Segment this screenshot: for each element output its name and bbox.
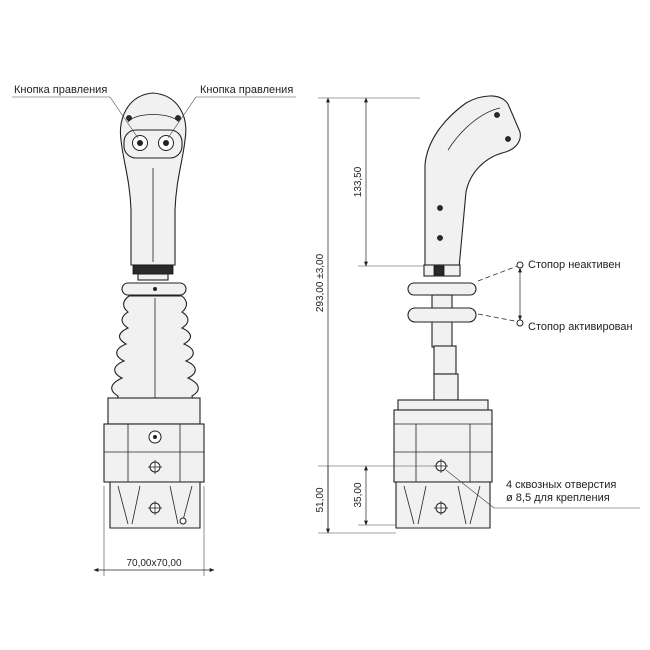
side-handle — [424, 95, 521, 269]
button-callouts — [12, 96, 296, 139]
holes-label-line2: ø 8,5 для крепления — [506, 492, 610, 504]
side-base-top — [397, 399, 489, 411]
hole-height-dimension — [358, 465, 396, 526]
holes-callout — [445, 469, 640, 509]
handle-height-dimension — [358, 97, 424, 267]
side-view — [393, 95, 521, 529]
stopper-callouts — [477, 261, 524, 327]
base-width-value: 70,00x70,00 — [126, 558, 181, 569]
base-width-dimension — [93, 486, 215, 576]
total-height-value: 293,00 ±3,00 — [315, 253, 326, 312]
button-label-left: Кнопка правления — [14, 84, 107, 96]
front-view — [103, 92, 205, 529]
side-base — [393, 409, 493, 483]
stop-inactive-label: Стопор неактивен — [528, 259, 621, 271]
front-collar — [132, 264, 174, 275]
handle-height-value: 133,50 — [353, 166, 364, 197]
holes-label-line1: 4 сквозных отверстия — [506, 479, 616, 491]
control-buttons — [123, 115, 183, 159]
total-height-dimension — [318, 97, 420, 534]
hole-height-value: 35,00 — [353, 482, 364, 507]
base-height-value: 51,00 — [315, 487, 326, 512]
front-base-top — [107, 397, 201, 425]
base-height-dimension — [318, 465, 436, 533]
button-label-right: Кнопка правления — [200, 84, 293, 96]
side-stop-ring-active — [407, 307, 477, 323]
side-stop-ring-inactive — [407, 282, 477, 296]
stop-active-label: Стопор активирован — [528, 321, 633, 333]
